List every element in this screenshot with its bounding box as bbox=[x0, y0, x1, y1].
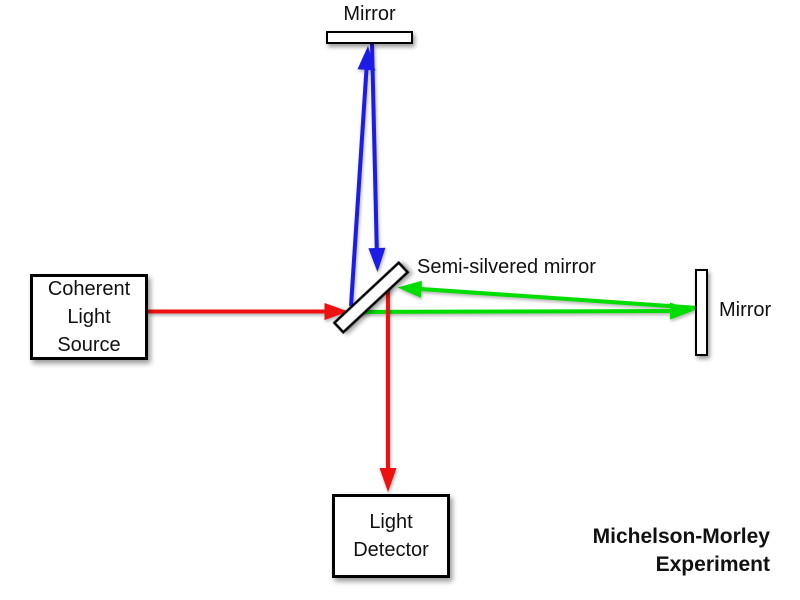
green-beam-splitter-to-mirror bbox=[351, 309, 672, 314]
blue-beam-down-arrowhead bbox=[368, 247, 386, 272]
top-mirror bbox=[326, 31, 413, 44]
red-beam-right-arrowhead bbox=[324, 303, 349, 320]
detector-box-line: Detector bbox=[353, 539, 429, 561]
blue-beam-mirror-to-splitter bbox=[370, 43, 379, 251]
source-box-line: Light bbox=[67, 306, 111, 328]
diagram-title-line1: Michelson-Morley bbox=[592, 525, 770, 548]
detector-box-line: Light bbox=[369, 511, 413, 533]
red-beam-down-arrowhead bbox=[379, 468, 397, 492]
source-box-line: Source bbox=[57, 334, 121, 356]
blue-beam-group bbox=[349, 43, 386, 307]
red-beam-group bbox=[148, 284, 397, 492]
green-beam-mirror-to-splitter bbox=[420, 287, 699, 310]
diagram-title: Michelson-Morley Experiment bbox=[593, 523, 770, 579]
semi-silvered-mirror bbox=[332, 260, 410, 335]
semi-silvered-mirror-label: Semi-silvered mirror bbox=[417, 256, 596, 278]
right-mirror bbox=[695, 269, 708, 356]
source-box-line: Coherent bbox=[47, 278, 131, 300]
blue-beam-splitter-to-mirror bbox=[349, 68, 369, 307]
green-beam-left-arrowhead bbox=[397, 280, 422, 298]
top-mirror-label: Mirror bbox=[343, 3, 396, 25]
coherent-light-source-box: Coherent Light Source bbox=[30, 274, 148, 360]
light-detector-box: Light Detector bbox=[332, 494, 450, 578]
right-mirror-label: Mirror bbox=[719, 299, 772, 321]
diagram-title-line2: Experiment bbox=[655, 553, 770, 576]
green-beam-group bbox=[351, 280, 699, 320]
